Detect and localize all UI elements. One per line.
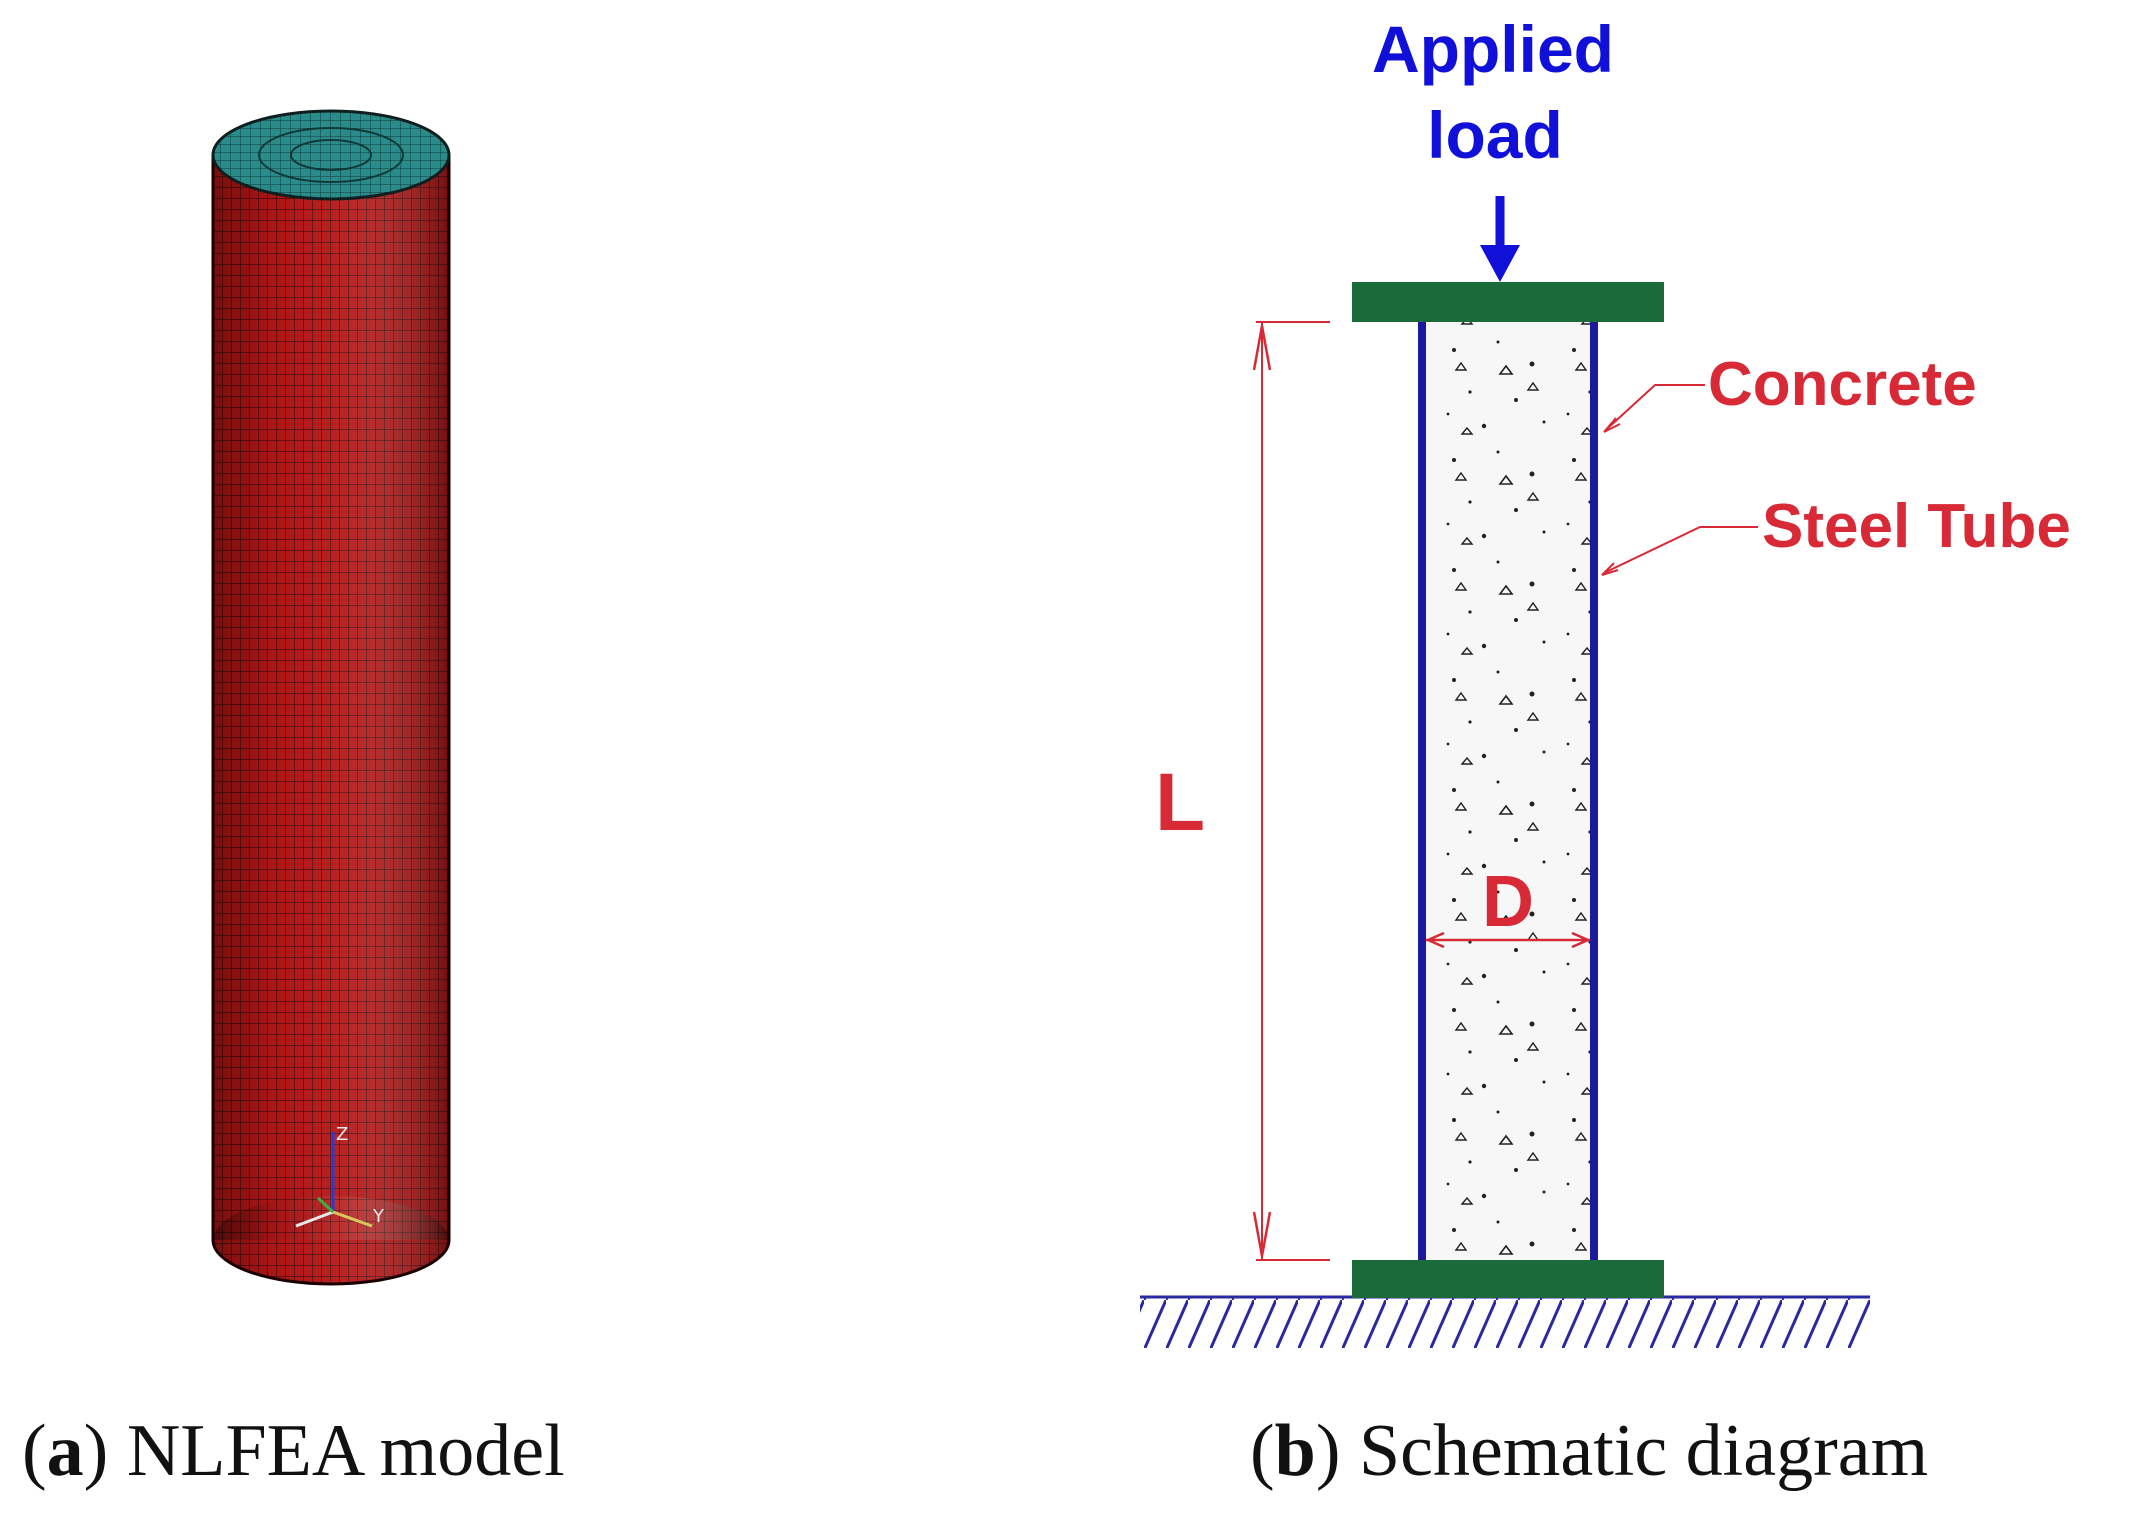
caption-b: (b) Schematic diagram <box>1250 1410 1928 1492</box>
caption-b-key: b <box>1275 1410 1316 1492</box>
steel-tube-annotation: Steel Tube <box>1601 492 2071 576</box>
caption-b-close: ) <box>1316 1410 1341 1492</box>
load-label-line2: load <box>1427 98 1563 172</box>
length-dimension: L <box>1155 321 1330 1261</box>
steel-tube-label: Steel Tube <box>1762 492 2071 561</box>
axis-label-y: Y <box>372 1206 385 1227</box>
panel-a-nlfea-model: Z Y (a) NLFEA model <box>22 109 565 1492</box>
diameter-dimension: D <box>1424 862 1592 949</box>
caption-a-key: a <box>47 1410 84 1492</box>
caption-b-open: ( <box>1250 1410 1275 1492</box>
load-label-line1: Applied <box>1372 12 1614 86</box>
ground-support <box>1140 1295 1870 1348</box>
caption-a-open: ( <box>22 1410 47 1492</box>
cylinder-top-mesh <box>211 109 451 201</box>
concrete-annotation: Concrete <box>1603 350 1977 433</box>
cylinder-body <box>211 155 451 1286</box>
applied-load: Applied load <box>1372 12 1614 282</box>
axis-triad-icon: Z Y <box>295 1124 385 1228</box>
caption-a: (a) NLFEA model <box>22 1410 565 1492</box>
load-arrow-icon <box>1480 245 1520 282</box>
axis-label-z: Z <box>336 1124 348 1145</box>
caption-b-text: Schematic diagram <box>1340 1410 1928 1492</box>
caption-a-text: NLFEA model <box>108 1410 564 1492</box>
concrete-core <box>1425 322 1593 1260</box>
diameter-label: D <box>1482 862 1534 942</box>
length-label: L <box>1155 757 1205 848</box>
bottom-plate <box>1352 1260 1664 1298</box>
caption-a-close: ) <box>84 1410 109 1492</box>
panel-b-schematic: Applied load L D Concrete <box>1140 12 2071 1492</box>
top-plate <box>1352 282 1664 322</box>
concrete-label: Concrete <box>1708 350 1977 419</box>
